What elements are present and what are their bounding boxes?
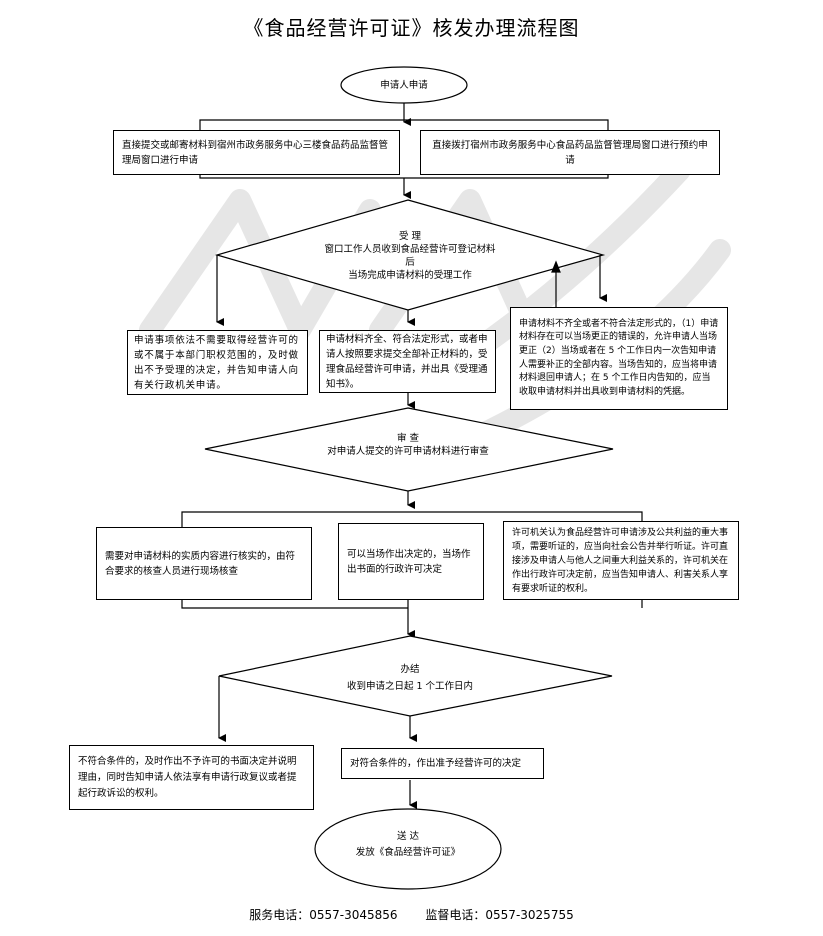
- apply-option-text-1: 直接提交或邮寄材料到宿州市政务服务中心三楼食品药品监督管理局窗口进行申请: [122, 139, 389, 166]
- accept-outcome-box-1: 申请事项依法不需要取得经营许可的或不属于本部门职权范围的，及时做出不予受理的决定…: [127, 330, 308, 395]
- review-line-1: 对申请人提交的许可申请材料进行审查: [327, 446, 489, 457]
- deliver-ellipse: [314, 808, 502, 890]
- service-phone: 服务电话：0557-3045856: [249, 908, 398, 922]
- conclude-outcome-box-2: 对符合条件的，作出准予经营许可的决定: [341, 748, 544, 779]
- conclude-text: 办结 收到申请之日起 1 个工作日内: [310, 661, 510, 695]
- page-title: 《食品经营许可证》核发办理流程图: [243, 16, 580, 40]
- accept-outcome-box-3: 申请材料不齐全或者不符合法定形式的，（1）申请材料存在可以当场更正的错误的，允许…: [510, 307, 728, 410]
- review-outcome-text-2: 可以当场作出决定的，当场作出书面的行政许可决定: [347, 548, 471, 575]
- deliver-text: 送 达 发放《食品经营许可证》: [330, 829, 486, 861]
- review-outcome-box-3: 许可机关认为食品经营许可申请涉及公共利益的重大事项，需要听证的，应当向社会公告并…: [503, 521, 739, 600]
- start-label: 申请人申请: [380, 80, 428, 91]
- accept-outcome-text-1: 申请事项依法不需要取得经营许可的或不属于本部门职权范围的，及时做出不予受理的决定…: [134, 334, 299, 391]
- apply-option-box-2: 直接拨打宿州市政务服务中心食品药品监督管理局窗口进行预约申请: [420, 130, 720, 175]
- review-outcome-box-2: 可以当场作出决定的，当场作出书面的行政许可决定: [338, 523, 484, 600]
- accept-outcome-text-2: 申请材料齐全、符合法定形式，或者申请人按照要求提交全部补正材料的，受理食品经营许…: [326, 333, 488, 390]
- conclude-outcome-text-1: 不符合条件的，及时作出不予许可的书面决定并说明理由，同时告知申请人依法享有申请行…: [78, 755, 297, 799]
- accept-line-3: 当场完成申请材料的受理工作: [348, 270, 472, 281]
- apply-option-text-2: 直接拨打宿州市政务服务中心食品药品监督管理局窗口进行预约申请: [432, 139, 708, 166]
- footer-contacts: 服务电话：0557-3045856 监督电话：0557-3025755: [0, 906, 823, 923]
- accept-line-1: 窗口工作人员收到食品经营许可登记材料: [324, 244, 496, 255]
- apply-option-box-1: 直接提交或邮寄材料到宿州市政务服务中心三楼食品药品监督管理局窗口进行申请: [113, 130, 400, 175]
- review-outcome-box-1: 需要对申请材料的实质内容进行核实的，由符合要求的核查人员进行现场核查: [96, 527, 312, 600]
- accept-outcome-text-3: 申请材料不齐全或者不符合法定形式的，（1）申请材料存在可以当场更正的错误的，允许…: [519, 318, 719, 397]
- conclude-outcome-text-2: 对符合条件的，作出准予经营许可的决定: [350, 758, 522, 769]
- supervise-phone: 监督电话：0557-3025755: [425, 908, 574, 922]
- review-outcome-text-1: 需要对申请材料的实质内容进行核实的，由符合要求的核查人员进行现场核查: [105, 550, 296, 577]
- review-outcome-text-3: 许可机关认为食品经营许可申请涉及公共利益的重大事项，需要听证的，应当向社会公告并…: [512, 527, 729, 594]
- conclude-heading: 办结: [400, 664, 420, 675]
- review-text: 审 查 对申请人提交的许可申请材料进行审查: [300, 432, 516, 458]
- conclude-line-1: 收到申请之日起 1 个工作日内: [346, 681, 474, 692]
- review-heading: 审 查: [396, 433, 420, 444]
- accept-heading: 受 理: [398, 231, 422, 242]
- deliver-heading: 送 达: [396, 831, 420, 842]
- accept-line-2: 后: [405, 257, 415, 268]
- accept-outcome-box-2: 申请材料齐全、符合法定形式，或者申请人按照要求提交全部补正材料的，受理食品经营许…: [319, 330, 496, 393]
- deliver-line-1: 发放《食品经营许可证》: [355, 847, 461, 858]
- accept-text: 受 理 窗口工作人员收到食品经营许可登记材料 后 当场完成申请材料的受理工作: [290, 230, 530, 282]
- conclude-outcome-box-1: 不符合条件的，及时作出不予许可的书面决定并说明理由，同时告知申请人依法享有申请行…: [69, 745, 314, 810]
